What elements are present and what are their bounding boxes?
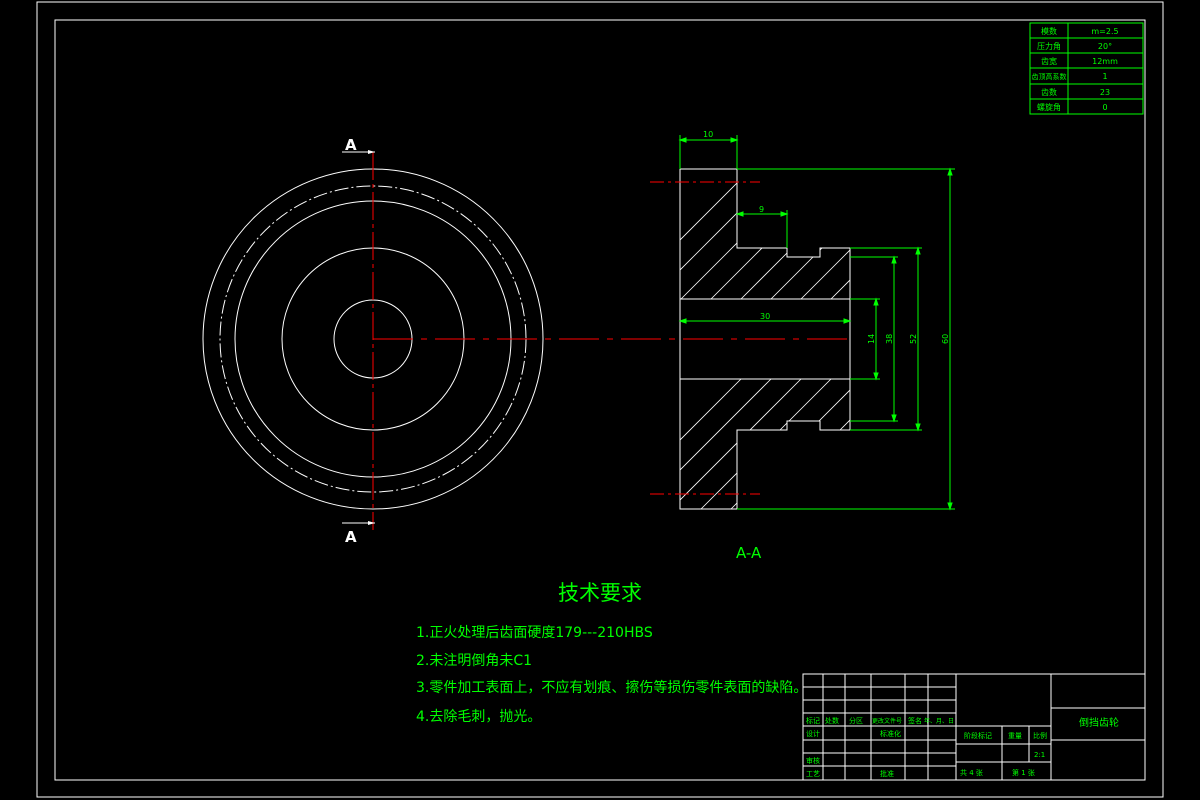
param-label: 螺旋角 <box>1037 102 1061 112</box>
hatching-top <box>680 169 850 299</box>
dim-60-label: 60 <box>941 334 950 344</box>
requirement-item: 4.去除毛刺，抛光。 <box>416 709 541 725</box>
sheet-number: 第 1 张 <box>1012 768 1035 777</box>
param-value: 20° <box>1098 42 1112 51</box>
dim-14-label: 14 <box>867 334 876 344</box>
requirements-title: 技术要求 <box>558 581 642 605</box>
approve-label: 批准 <box>880 769 894 778</box>
sheets-total: 共 4 张 <box>960 768 983 777</box>
param-label: 模数 <box>1041 26 1057 36</box>
title-block <box>802 673 1146 781</box>
param-label: 齿顶高系数 <box>1032 72 1067 81</box>
dimension-38 <box>850 255 898 423</box>
cut-arrow-top <box>368 150 375 154</box>
dim-38-label: 38 <box>885 334 894 344</box>
param-value: m=2.5 <box>1091 27 1118 36</box>
inner-frame <box>54 19 1146 781</box>
gear-parameter-text: 模数 m=2.5 压力角 20° 齿宽 12mm 齿顶高系数 1 齿数 23 螺… <box>1032 26 1119 112</box>
param-value: 0 <box>1102 103 1107 112</box>
dimension-52 <box>850 246 922 432</box>
front-view: A A <box>202 136 855 546</box>
technical-requirements: 技术要求 1.正火处理后齿面硬度179---210HBS 2.未注明倒角未C1 … <box>416 581 807 725</box>
design-label: 设计 <box>806 729 820 738</box>
dim-52-label: 52 <box>909 334 918 344</box>
section-view: 10 9 30 14 <box>650 130 955 562</box>
review-label: 审核 <box>806 756 820 765</box>
dimension-14 <box>850 297 880 381</box>
cut-label-bottom: A <box>345 528 357 546</box>
cut-arrow-bottom <box>368 521 375 525</box>
dimension-30 <box>678 318 852 324</box>
param-label: 压力角 <box>1037 41 1061 51</box>
col-header: 处数 <box>825 716 839 725</box>
dim-10-label: 10 <box>703 130 713 139</box>
param-label: 齿数 <box>1041 87 1057 97</box>
requirement-item: 1.正火处理后齿面硬度179---210HBS <box>416 625 653 641</box>
title-block-text: 标记 处数 分区 更改文件号 签名 年、月、日 设计 标准化 审核 工艺 批准 … <box>806 716 1119 778</box>
param-value: 1 <box>1102 72 1107 81</box>
standardize-label: 标准化 <box>880 729 901 738</box>
weight-label: 重量 <box>1008 732 1022 740</box>
col-header: 年、月、日 <box>924 717 954 725</box>
param-value: 12mm <box>1092 57 1118 66</box>
dimension-10 <box>678 135 739 169</box>
scale-value: 2:1 <box>1034 751 1045 759</box>
requirement-item: 3.零件加工表面上，不应有划痕、擦伤等损伤零件表面的缺陷。 <box>416 679 807 696</box>
col-header: 分区 <box>849 716 863 725</box>
col-header: 签名 <box>908 716 922 725</box>
outer-frame <box>36 1 1164 798</box>
dim-30-label: 30 <box>760 312 770 321</box>
requirement-item: 2.未注明倒角未C1 <box>416 653 532 669</box>
col-header: 更改文件号 <box>872 717 902 725</box>
param-label: 齿宽 <box>1041 56 1057 66</box>
scale-label: 比例 <box>1033 731 1047 740</box>
part-name: 倒挡齿轮 <box>1079 716 1119 729</box>
process-label: 工艺 <box>806 770 820 778</box>
hatching-bottom <box>680 379 850 509</box>
dimension-9 <box>735 210 789 248</box>
stage-mark-label: 阶段标记 <box>964 731 992 740</box>
gear-parameter-table <box>1029 22 1144 115</box>
section-title: A-A <box>736 544 762 562</box>
dim-9-label: 9 <box>759 205 764 214</box>
cut-label-top: A <box>345 136 357 154</box>
col-header: 标记 <box>806 716 820 725</box>
param-value: 23 <box>1100 88 1110 97</box>
dimension-60 <box>737 167 955 511</box>
